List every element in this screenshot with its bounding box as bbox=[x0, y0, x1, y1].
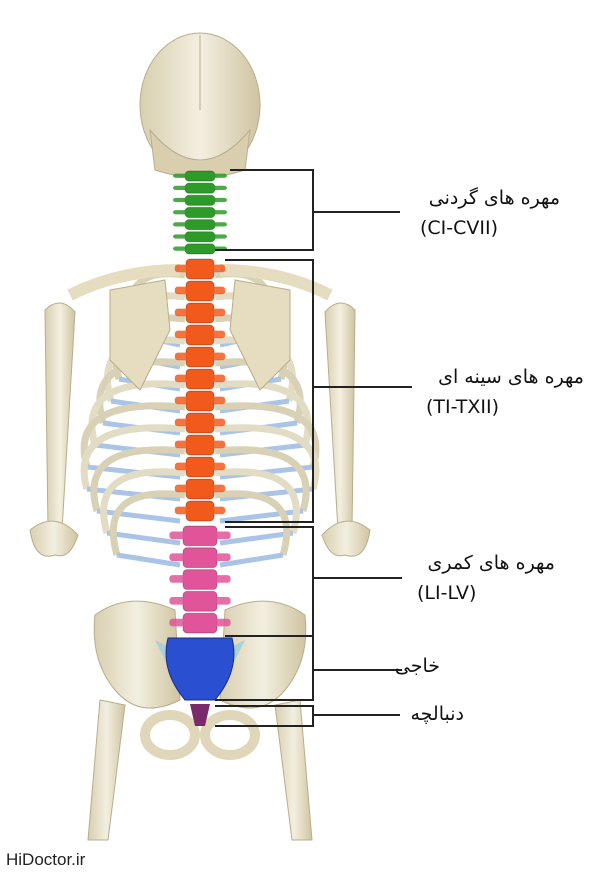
cervical-vertebra-process bbox=[173, 222, 227, 227]
right-scapula bbox=[229, 279, 291, 391]
lumbar-vertebra-process bbox=[169, 618, 231, 627]
thoracic-vertebra-process bbox=[174, 396, 226, 405]
coccyx bbox=[190, 704, 210, 726]
rib bbox=[214, 446, 310, 512]
costal-cartilage bbox=[116, 552, 181, 568]
rib bbox=[109, 490, 186, 556]
thoracic-vertebra-process bbox=[174, 462, 226, 471]
cervical-vertebra-process bbox=[173, 185, 227, 191]
thoracic-vertebra-process bbox=[174, 352, 226, 361]
thoracic-vertebra-process bbox=[174, 440, 226, 449]
lumbar-vertebra-process bbox=[169, 575, 231, 583]
femur-bones bbox=[87, 699, 313, 841]
thoracic-range: (TI-TXII) bbox=[426, 396, 499, 418]
lumbar-vertebra-process bbox=[169, 553, 231, 561]
label-brackets bbox=[215, 169, 412, 727]
thoracic-vertebra-process bbox=[174, 308, 226, 317]
rib bbox=[96, 358, 186, 424]
left-scapula bbox=[109, 279, 171, 391]
lumbar-range: (LI-LV) bbox=[417, 582, 477, 604]
cervical-vertebra-process bbox=[173, 210, 227, 215]
rib bbox=[80, 424, 186, 490]
rib bbox=[80, 402, 186, 468]
costal-cartilage bbox=[219, 530, 294, 546]
lumbar-vertebra-process bbox=[169, 531, 231, 540]
costal-cartilage bbox=[219, 486, 314, 502]
cervical-vertebra-process bbox=[173, 234, 227, 239]
thoracic-vertebra-process bbox=[174, 484, 226, 493]
thoracic-vertebra-process bbox=[174, 286, 226, 295]
pelvis bbox=[93, 600, 307, 760]
rib bbox=[214, 402, 320, 468]
cervical-vertebra-process bbox=[173, 246, 227, 251]
rib bbox=[100, 468, 186, 534]
costal-cartilage bbox=[96, 508, 181, 524]
lumbar-label: مهره های کمری bbox=[427, 552, 555, 574]
humerus-bones bbox=[29, 302, 371, 557]
cervical-label: مهره های گردنی bbox=[428, 187, 560, 209]
rib bbox=[214, 358, 304, 424]
cervical-vertebra-process bbox=[173, 173, 227, 178]
costal-cartilage bbox=[219, 508, 304, 524]
watermark: HiDoctor.ir bbox=[6, 850, 86, 869]
sacrum-label: خاجی bbox=[394, 655, 440, 677]
costal-cartilage bbox=[86, 486, 181, 502]
rib bbox=[90, 446, 186, 512]
rib bbox=[214, 424, 320, 490]
coccyx-label: دنبالچه bbox=[410, 703, 464, 725]
rib bbox=[214, 490, 291, 556]
lumbar-vertebra-process bbox=[169, 596, 231, 605]
rib bbox=[214, 468, 300, 534]
thoracic-vertebra-process bbox=[174, 330, 226, 339]
skull bbox=[139, 32, 261, 178]
thoracic-vertebra-process bbox=[174, 506, 226, 515]
costal-cartilage bbox=[219, 552, 284, 568]
vertebral-column bbox=[165, 170, 235, 726]
thoracic-label: مهره های سینه ای bbox=[438, 366, 584, 388]
thoracic-vertebra-process bbox=[174, 418, 226, 427]
thoracic-vertebra-process bbox=[174, 264, 226, 273]
cervical-range: (CI-CVII) bbox=[420, 217, 499, 239]
costal-cartilage bbox=[106, 530, 181, 546]
thoracic-vertebra-process bbox=[174, 374, 226, 383]
cervical-vertebra-process bbox=[173, 197, 227, 203]
